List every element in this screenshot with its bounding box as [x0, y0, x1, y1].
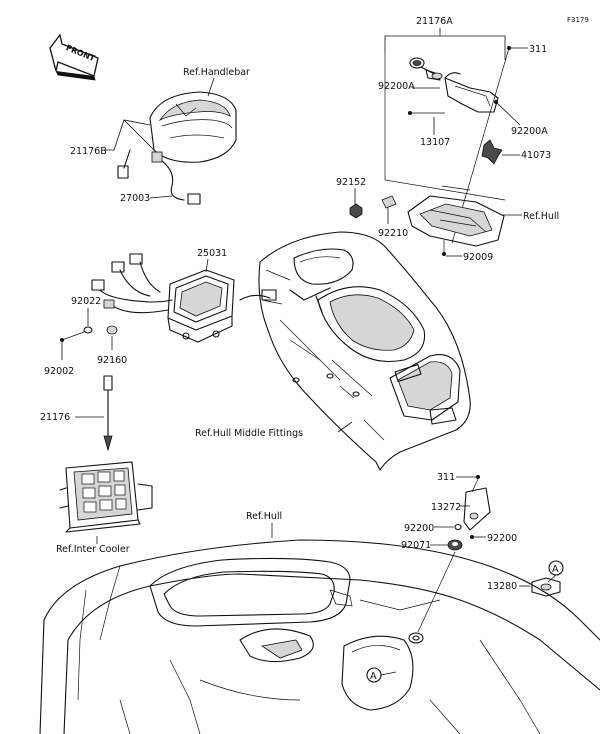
label-92071: 92071	[401, 540, 431, 551]
label-92210: 92210	[378, 228, 408, 239]
label-92152: 92152	[336, 177, 366, 188]
label-13280: 13280	[487, 581, 517, 592]
hull-middle-fittings: Ref.Hull Middle Fittings	[195, 231, 471, 471]
label-311-bottom: 311	[437, 472, 455, 483]
switch-body	[409, 57, 499, 113]
label-13272: 13272	[431, 502, 461, 513]
wire-harness	[91, 253, 277, 314]
label-25031: 25031	[197, 248, 227, 259]
label-ref-handlebar: Ref.Handlebar	[183, 67, 250, 78]
label-ref-hull-bottom: Ref.Hull	[246, 511, 282, 522]
label-ref-hull-middle: Ref.Hull Middle Fittings	[195, 428, 303, 439]
switch-assembly-group: 21176A 311 92200A 92200A 13107	[378, 16, 551, 244]
label-92160: 92160	[97, 355, 127, 366]
label-ref-hull-top: Ref.Hull	[523, 211, 559, 222]
marker-a-hull-label: A	[370, 671, 377, 682]
label-92200-left: 92200	[404, 523, 434, 534]
label-21176: 21176	[40, 412, 70, 423]
inter-cooler: Ref.Inter Cooler	[56, 461, 153, 555]
plate-13280-group: A 13280	[487, 560, 564, 597]
label-41073: 41073	[521, 150, 551, 161]
marker-a-right-label: A	[552, 564, 559, 575]
fastener-92152-92210: 92152 92210	[336, 177, 408, 239]
clip-41073	[481, 139, 503, 165]
fasteners-92022-92002-92160: 92022 92002 92160	[44, 296, 127, 377]
figure-code: F3179	[567, 16, 589, 24]
label-ref-inter-cooler: Ref.Inter Cooler	[56, 544, 130, 555]
label-21176B: 21176B	[70, 146, 107, 157]
hull-top-panel: Ref.Hull 92009	[407, 185, 559, 263]
handlebar-cover: Ref.Handlebar 21176B 27003	[70, 67, 250, 205]
label-13107: 13107	[420, 137, 450, 148]
sensor-21176: 21176	[40, 375, 113, 452]
cover-13272-group: 311 13272 92200 92200 92071	[401, 472, 517, 633]
front-arrow-icon: FRONT	[49, 33, 99, 81]
label-92200A-left: 92200A	[378, 81, 415, 92]
label-27003: 27003	[120, 193, 150, 204]
label-92022: 92022	[71, 296, 101, 307]
label-311-top: 311	[529, 44, 547, 55]
hull-bottom: Ref.Hull A	[39, 511, 600, 734]
label-92002: 92002	[44, 366, 74, 377]
label-92200A-right: 92200A	[511, 126, 548, 137]
label-92009: 92009	[463, 252, 493, 263]
label-21176A: 21176A	[416, 16, 453, 27]
meter-25031: 25031	[167, 248, 235, 343]
label-92200-right: 92200	[487, 533, 517, 544]
